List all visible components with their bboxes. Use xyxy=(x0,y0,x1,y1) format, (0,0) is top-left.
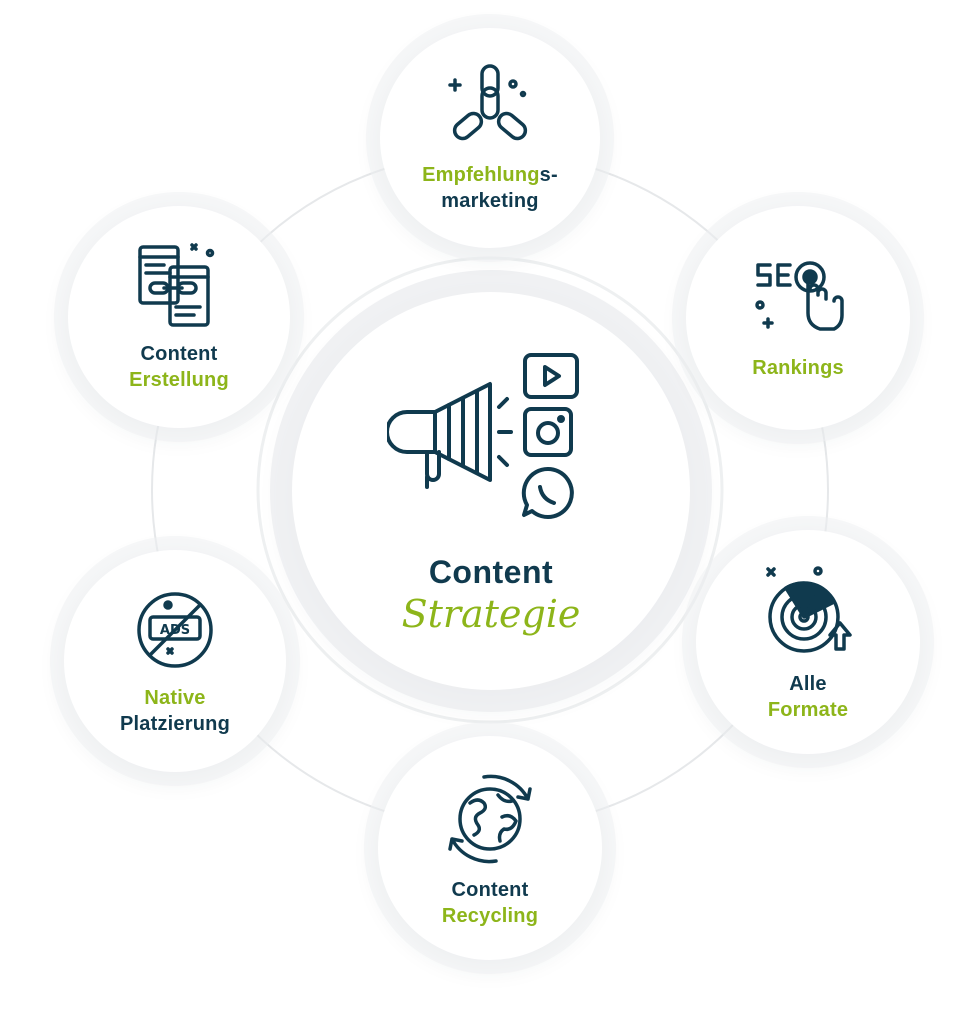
label-segment: marketing xyxy=(441,190,539,212)
label-segment: Rankings xyxy=(752,357,844,379)
no-ads-icon: ADS xyxy=(137,592,213,668)
linked-documents-icon xyxy=(138,243,215,327)
label-segment: Native xyxy=(144,687,206,709)
svg-text:ADS: ADS xyxy=(160,623,190,638)
label-segment: s- xyxy=(539,164,558,186)
node-label: Empfehlungs-marketing xyxy=(422,162,558,214)
target-chart-icon xyxy=(766,566,852,653)
center-node: Content Strategie xyxy=(292,292,690,690)
label-segment: Content xyxy=(451,879,529,901)
chain-link-icon xyxy=(448,64,528,141)
label-segment: Formate xyxy=(767,699,849,721)
label-segment: Alle xyxy=(789,673,827,695)
center-subtitle: Strategie xyxy=(401,592,581,636)
center-title: Content xyxy=(428,554,554,590)
node-empfehlungsmarketing: Empfehlungs-marketing xyxy=(380,28,600,248)
node-label: Rankings xyxy=(752,355,844,381)
label-segment: Erstellung xyxy=(129,369,229,391)
node-rankings: Rankings xyxy=(686,206,910,430)
megaphone-social-icon xyxy=(387,353,579,519)
recycling-globe-icon xyxy=(448,774,532,864)
seo-click-icon xyxy=(755,261,844,331)
label-segment: Content xyxy=(140,343,218,365)
label-segment: Platzierung xyxy=(120,713,230,735)
label-segment: Empfehlung xyxy=(422,164,540,186)
label-segment: Recycling xyxy=(441,905,539,927)
